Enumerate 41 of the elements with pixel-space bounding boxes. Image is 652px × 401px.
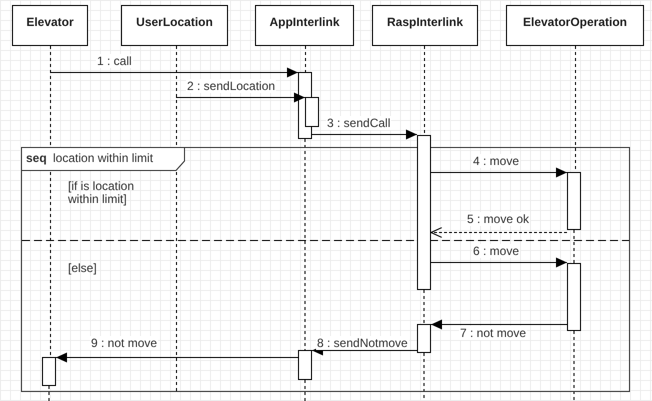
message-label: 6 : move [472,244,520,258]
message-arrow [176,92,306,102]
lifeline [48,386,50,401]
lifeline [304,138,306,350]
activation-bar [42,357,56,386]
message-label: 2 : sendLocation [186,79,276,93]
message-label: 8 : sendNotmove [316,336,409,350]
message-label: 7 : not move [459,326,528,340]
message-arrow [312,130,418,140]
activation-bar [417,135,431,290]
return-message-arrow [430,227,568,238]
activation-bar [305,97,319,127]
fragment-operator: seq [26,152,47,165]
lifeline-head: Elevator [12,5,88,46]
message-label: 4 : move [472,154,520,168]
lifeline [50,46,51,358]
lifeline-head: RaspInterlink [372,5,478,46]
lifeline-head: AppInterlink [255,5,354,46]
lifeline-head: ElevatorOperation [506,5,644,46]
fragment-title: location within limit [53,152,154,165]
message-label: 9 : not move [90,336,158,350]
message-arrow [430,168,568,178]
message-label: 5 : move ok [466,212,530,226]
activation-bar [567,263,581,331]
lifeline [304,380,306,401]
message-arrow [50,68,298,78]
message-arrow [430,258,568,268]
lifeline [305,46,306,72]
lifeline [176,46,177,392]
message-label: 1 : call [96,54,133,68]
activation-bar [417,324,431,353]
activation-bar [567,172,581,230]
lifeline-head: UserLocation [121,5,228,46]
combined-fragment [21,147,630,392]
guard-condition: [if is location within limit] [68,180,136,206]
activation-bar [298,350,312,380]
message-arrow [430,320,568,330]
message-arrow [56,352,298,362]
message-label: 3 : sendCall [326,116,392,130]
guard-condition: [else] [68,262,97,275]
lifeline [424,46,425,136]
